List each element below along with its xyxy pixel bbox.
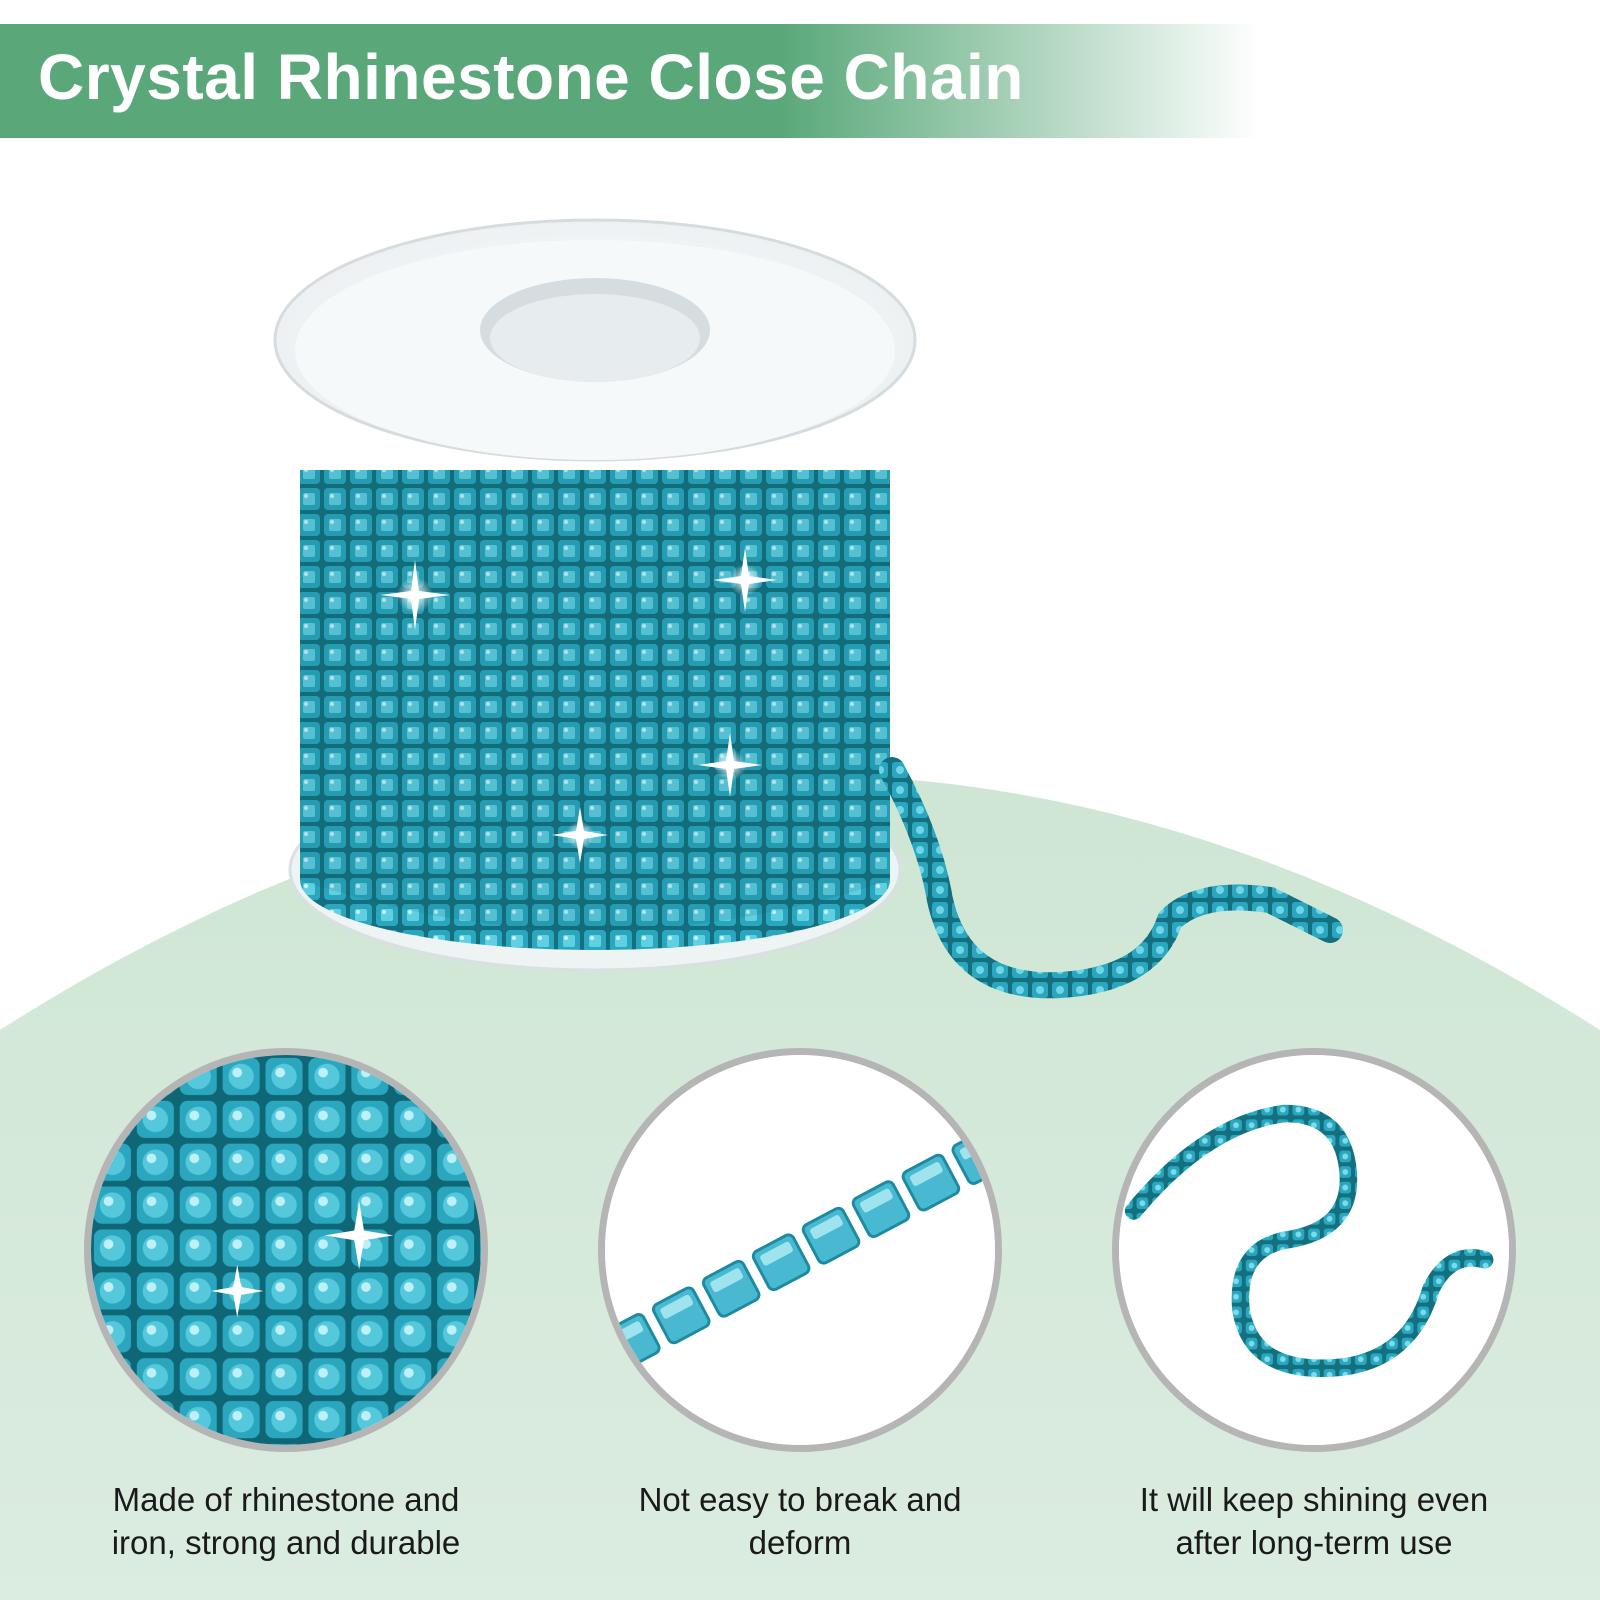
- feature-image-links: [598, 1048, 1002, 1452]
- feature-image-closeup: [84, 1048, 488, 1452]
- feature-caption-unbreakable: Not easy to break and deform: [580, 1478, 1020, 1564]
- feature-caption-durable: Made of rhinestone and iron, strong and …: [66, 1478, 506, 1564]
- caption-line: Made of rhinestone and: [112, 1481, 460, 1518]
- chain-links-icon: [605, 1055, 995, 1445]
- caption-line: It will keep shining even: [1139, 1481, 1489, 1518]
- caption-line: iron, strong and durable: [111, 1524, 461, 1561]
- crystal-closeup-icon: [91, 1055, 481, 1445]
- page-title: Crystal Rhinestone Close Chain: [38, 41, 1024, 113]
- feature-image-curve: [1112, 1048, 1516, 1452]
- rhinestone-spool-icon: [273, 218, 1343, 999]
- feature-caption-shining: It will keep shining even after long-ter…: [1094, 1478, 1534, 1564]
- title-banner: [0, 24, 1260, 138]
- curved-chain-icon: [1119, 1055, 1509, 1445]
- caption-line: after long-term use: [1175, 1524, 1453, 1561]
- hero-product-image: [270, 200, 1380, 1020]
- caption-line: deform: [748, 1524, 852, 1561]
- caption-line: Not easy to break and: [638, 1481, 962, 1518]
